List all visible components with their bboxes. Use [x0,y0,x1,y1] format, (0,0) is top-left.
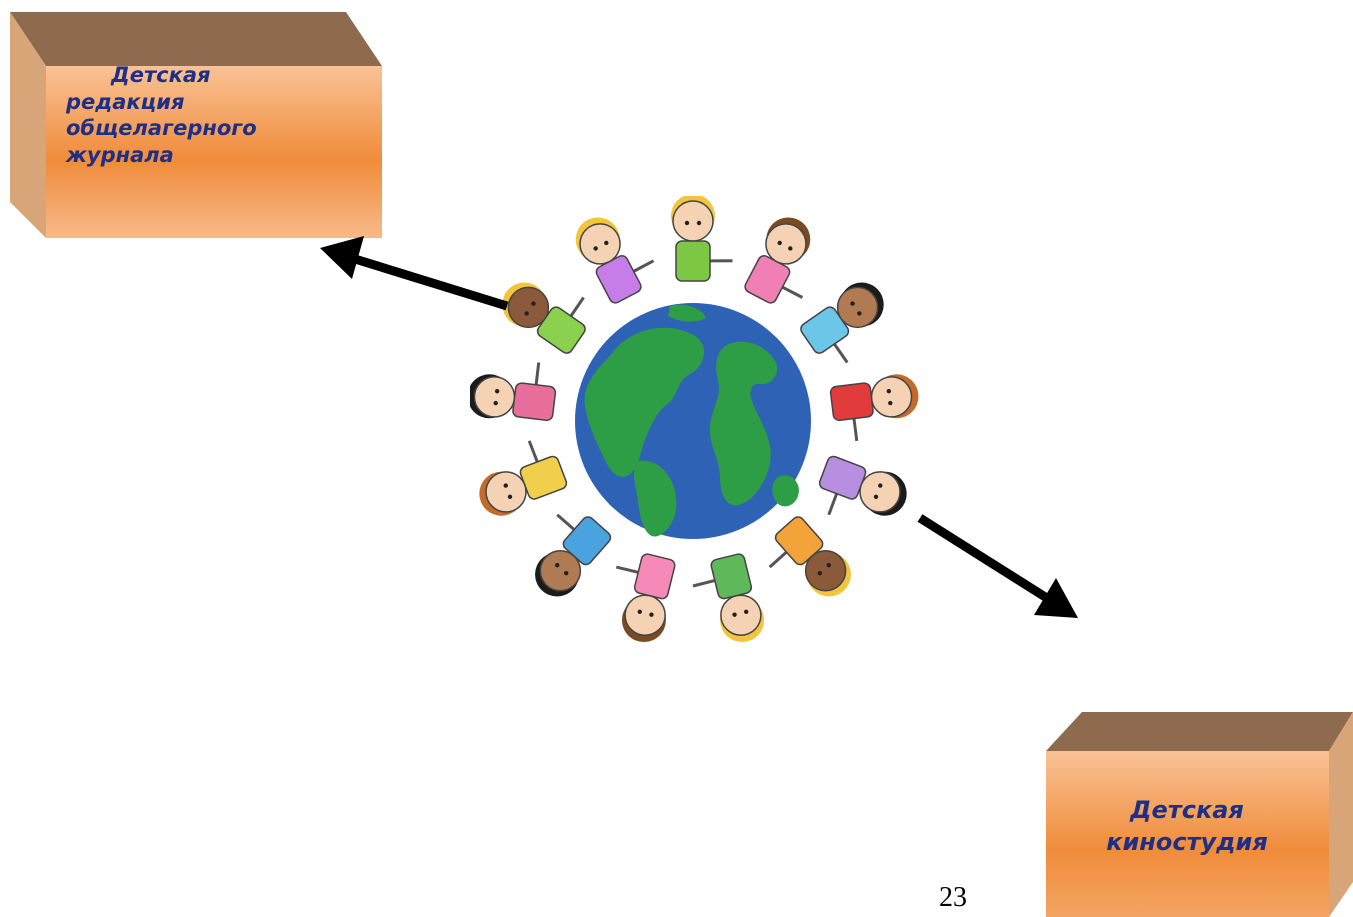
box-front-face [46,66,382,238]
child-figure-icon [671,194,733,282]
box-3d-shape [1046,712,1353,917]
box-label-line: Детская [111,63,211,87]
box-label-line: редакция [66,89,185,114]
box-front-face [1046,751,1329,917]
box-childrens-film-studio: Детская киностудия [1046,712,1353,917]
box-label-line: общелагерного [66,116,257,141]
arrow-to-film-studio [917,514,1078,618]
box-label-line: киностудия [1106,828,1268,857]
child-figure-icon [467,362,557,422]
child-figure-icon [768,516,851,597]
box-3d-shape [10,12,382,238]
child-figure-icon [818,455,907,516]
box-side-face [10,12,46,238]
child-figure-icon [575,217,655,304]
child-figure-icon [692,553,765,643]
box-label-line: Детская [1130,796,1244,824]
box-side-face [1329,712,1353,917]
children-around-globe-illustration [467,194,920,650]
child-figure-icon [502,282,586,354]
child-figure-icon [744,217,811,304]
child-figure-icon [535,513,612,597]
box-childrens-magazine-editorial: Детская редакция общелагерного журнала [10,12,382,238]
child-figure-icon [800,282,884,364]
page-number: 23 [939,882,967,913]
box-label: Детская киностудия [1046,794,1328,859]
child-figure-icon [479,440,568,516]
box-top-face [10,12,382,66]
globe-continents [584,304,799,537]
box-label-line: журнала [66,142,174,167]
child-figure-icon [615,553,676,643]
box-label: Детская редакция общелагерного журнала [66,62,366,169]
child-figure-icon [467,194,919,643]
globe-icon [467,194,919,643]
child-figure-icon [829,374,919,442]
box-top-face [1046,712,1353,751]
